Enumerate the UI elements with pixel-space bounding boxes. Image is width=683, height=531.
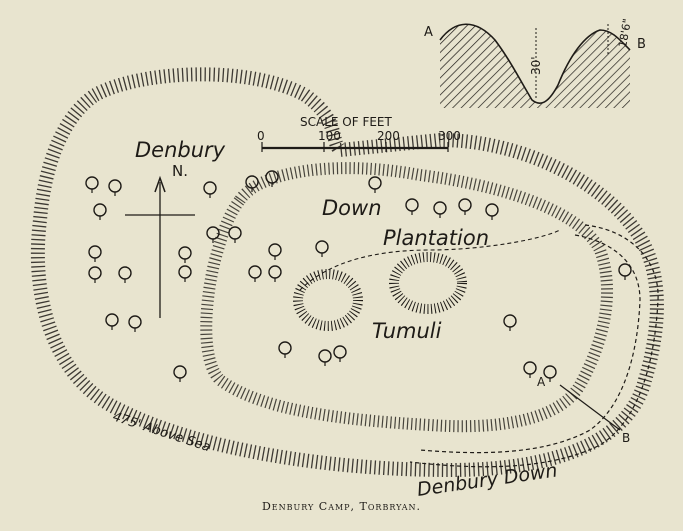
map-point-b: B (622, 431, 630, 445)
tree-icon (405, 198, 419, 212)
label-tumuli: Tumuli (372, 319, 442, 343)
tree-icon (268, 243, 282, 257)
tree-icon (128, 315, 142, 329)
cross-section (439, 23, 631, 108)
label-plantation: Plantation (383, 226, 489, 250)
tree-icon (178, 265, 192, 279)
label-down: Down (322, 196, 382, 220)
tumulus-west (293, 269, 363, 331)
tree-icon (433, 201, 447, 215)
tree-icon (315, 240, 329, 254)
scale-bar (261, 142, 449, 152)
tree-icon (523, 361, 537, 375)
path-track (299, 229, 561, 291)
tree-icon (203, 181, 217, 195)
tree-icon (618, 263, 632, 277)
tree-icon (88, 245, 102, 259)
scale-title: SCALE OF FEET (300, 115, 393, 129)
outer-rampart (30, 67, 664, 478)
tree-icon (118, 266, 132, 280)
tree-icon (178, 246, 192, 260)
tree-icon (318, 349, 332, 363)
north-arrow (125, 175, 195, 318)
tree-symbols (85, 170, 632, 382)
tree-icon (268, 265, 282, 279)
tree-icon (105, 313, 119, 327)
tree-icon (248, 265, 262, 279)
scale-tick-200: 200 (377, 129, 400, 143)
tree-icon (245, 175, 259, 189)
inner-rampart (200, 162, 614, 433)
section-height: 18'6" (616, 18, 634, 49)
tree-icon (368, 176, 382, 190)
section-label-b: B (637, 37, 646, 52)
tumulus-east (389, 252, 467, 314)
tree-icon (108, 179, 122, 193)
north-label: N. (172, 162, 188, 180)
tree-icon (88, 266, 102, 280)
section-line (559, 384, 621, 431)
scale-tick-0: 0 (257, 129, 265, 143)
tree-icon (85, 176, 99, 190)
tree-icon (503, 314, 517, 328)
section-label-a: A (424, 25, 433, 40)
tree-icon (333, 345, 347, 359)
section-depth: 30' (529, 56, 543, 75)
tree-icon (228, 226, 242, 240)
label-denbury: Denbury (135, 138, 226, 162)
map-point-a: A (537, 375, 546, 389)
tree-icon (278, 341, 292, 355)
tree-icon (485, 203, 499, 217)
scale-tick-300: 300 (438, 129, 461, 143)
label-elevation: 475' Above Sea (111, 410, 212, 456)
tree-icon (543, 365, 557, 379)
tree-icon (93, 203, 107, 217)
tree-icon (173, 365, 187, 379)
map-caption: Denbury Camp, Torbryan. (261, 500, 422, 513)
dashed-bank (409, 224, 659, 468)
scale-tick-100: 100 (318, 129, 341, 143)
tree-icon (458, 198, 472, 212)
